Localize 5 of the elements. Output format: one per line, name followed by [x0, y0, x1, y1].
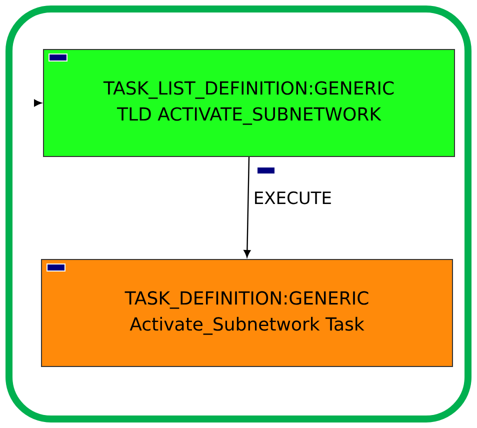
task-box: TASK_DEFINITION:GENERIC Activate_Subnetwork Task — [41, 259, 453, 367]
arrow — [244, 156, 251, 258]
edge-label: EXECUTE — [255, 191, 331, 204]
process-box: TASK_LIST_DEFINITION:GENERIC TLD ACTIVATE_SUBNETWORK — [43, 49, 455, 157]
arrow — [34, 99, 42, 107]
